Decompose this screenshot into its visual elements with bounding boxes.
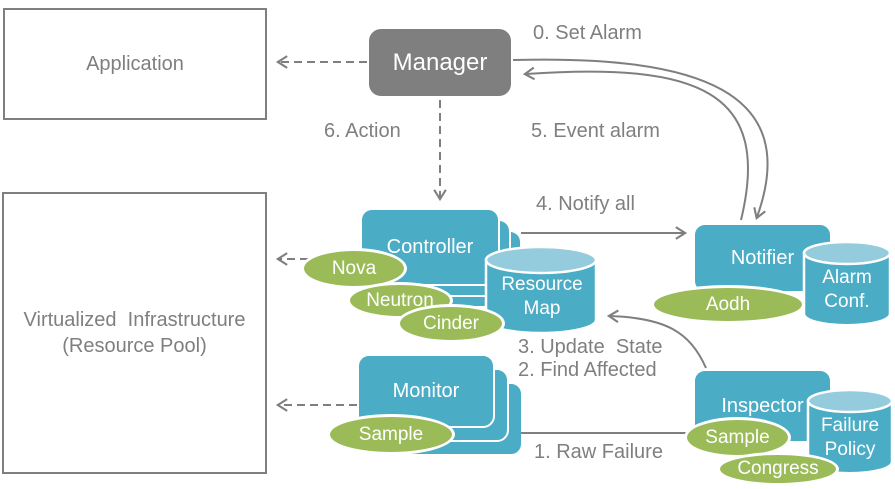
monitor-sample-plugin-ellipse: Sample — [327, 414, 455, 455]
resource-map-cylinder: Resource Map — [484, 244, 600, 337]
virtualized-infrastructure-box: Virtualized Infrastructure (Resource Poo… — [2, 192, 267, 474]
aodh-plugin-ellipse: Aodh — [651, 285, 805, 324]
monitor-label: Monitor — [392, 379, 460, 402]
notifier-label: Notifier — [730, 246, 795, 269]
congress-plugin-ellipse: Congress — [717, 452, 839, 486]
find-affected-flow-label: 2. Find Affected — [518, 359, 657, 381]
inspector-sample-label: Sample — [705, 426, 770, 448]
notify-all-flow-label: 4. Notify all — [536, 193, 635, 215]
cinder-plugin-ellipse: Cinder — [397, 304, 505, 343]
failure-policy-cylinder: Failure Policy — [806, 387, 894, 477]
virtualized-infrastructure-label-line2: (Resource Pool) — [62, 335, 207, 357]
neutron-label: Neutron — [366, 289, 434, 311]
application-label: Application — [86, 53, 184, 75]
manager-label: Manager — [392, 48, 488, 76]
inspector-label: Inspector — [721, 394, 804, 417]
alarm-conf-cylinder: Alarm Conf. — [802, 239, 892, 329]
event-alarm-flow-label: 5. Event alarm — [531, 120, 660, 142]
failure-policy-label: Failure Policy — [820, 415, 880, 460]
congress-label: Congress — [737, 458, 819, 479]
manager-node: Manager — [367, 27, 513, 98]
action-flow-label: 6. Action — [324, 120, 401, 142]
virtualized-infrastructure-label-line1: Virtualized Infrastructure — [23, 309, 246, 331]
application-box: Application — [3, 8, 267, 120]
nova-plugin-ellipse: Nova — [301, 248, 407, 289]
raw-failure-flow-label: 1. Raw Failure — [534, 441, 663, 463]
cylinder-shape — [802, 240, 892, 327]
cinder-label: Cinder — [423, 312, 479, 334]
cylinder-shape — [484, 245, 598, 335]
monitor-sample-label: Sample — [358, 423, 424, 445]
resource-map-label: Resource Map — [501, 273, 583, 319]
alarm-conf-label: Alarm Conf. — [822, 267, 872, 312]
controller-label: Controller — [386, 235, 474, 258]
update-state-flow-label: 3. Update State — [518, 336, 663, 358]
set-alarm-flow-label: 0. Set Alarm — [533, 22, 642, 44]
aodh-label: Aodh — [705, 293, 751, 315]
nova-label: Nova — [331, 257, 377, 279]
